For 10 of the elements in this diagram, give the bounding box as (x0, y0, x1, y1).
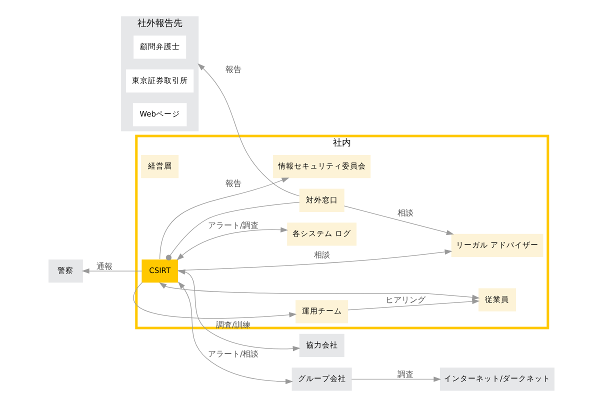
edge-label: 報告 (224, 178, 241, 188)
edge-label: 報告 (224, 63, 241, 74)
edge-label: 調査 (396, 368, 413, 378)
edge-label: 調査/訓練 (215, 319, 250, 330)
edge-label: 相談 (313, 249, 330, 260)
edge-label: 相談 (396, 207, 413, 218)
edge-label: ヒアリング (384, 294, 425, 304)
edge-label: アラート/調査 (207, 220, 258, 230)
edge-label: アラート/相談 (207, 348, 258, 358)
edge-label: 通報 (96, 260, 112, 270)
